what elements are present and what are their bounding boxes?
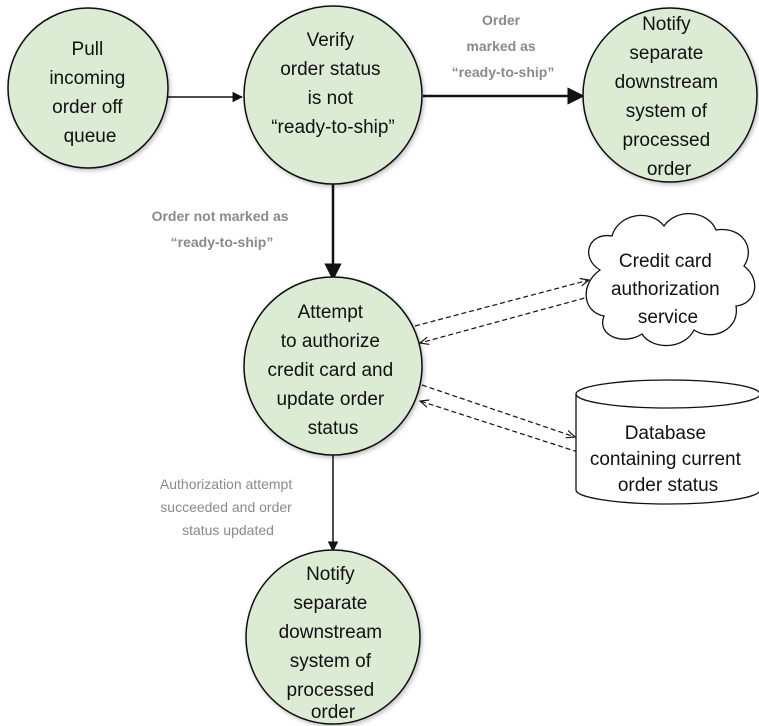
node-database: Database containing current order status [575,379,759,505]
edge-database-to-authorize [420,401,579,453]
edge-credit-service-to-authorize [420,295,593,343]
cloud-shape [585,213,756,347]
node-notify-downstream-top: Notify separate downstream system of pro… [582,7,758,183]
node-credit-card-service-label: Credit card authorization service [611,251,725,328]
edge-label-not-ready: Order not marked as “ready-to-ship” [152,208,293,250]
edge-label-authorized: Authorization attempt succeeded and orde… [160,476,296,538]
node-credit-card-service: Credit card authorization service [585,213,756,347]
node-notify-downstream-top-label: Notify separate downstream system of pro… [615,14,724,180]
edges [153,87,593,553]
node-pull-order-label: Pull incoming order off queue [49,39,130,147]
node-authorize-credit-card: Attempt to authorize credit card and upd… [243,276,423,456]
edge-authorize-to-credit-service [414,280,589,327]
node-pull-order: Pull incoming order off queue [7,7,169,169]
cylinder-top [575,379,759,409]
node-authorize-credit-card-label: Attempt to authorize credit card and upd… [268,302,399,439]
edge-label-ready: Order marked as “ready-to-ship” [452,12,555,80]
node-database-label: Database containing current order status [590,423,746,496]
node-notify-downstream-bottom: Notify separate downstream system of pro… [245,549,421,725]
node-notify-downstream-bottom-label: Notify separate downstream system of pro… [279,564,388,723]
edge-authorize-to-database [421,384,575,437]
cylinder-body [575,394,759,505]
node-verify-status-label: Verify order status is not “ready-to-shi… [271,30,395,138]
node-verify-status: Verify order status is not “ready-to-shi… [243,5,423,185]
